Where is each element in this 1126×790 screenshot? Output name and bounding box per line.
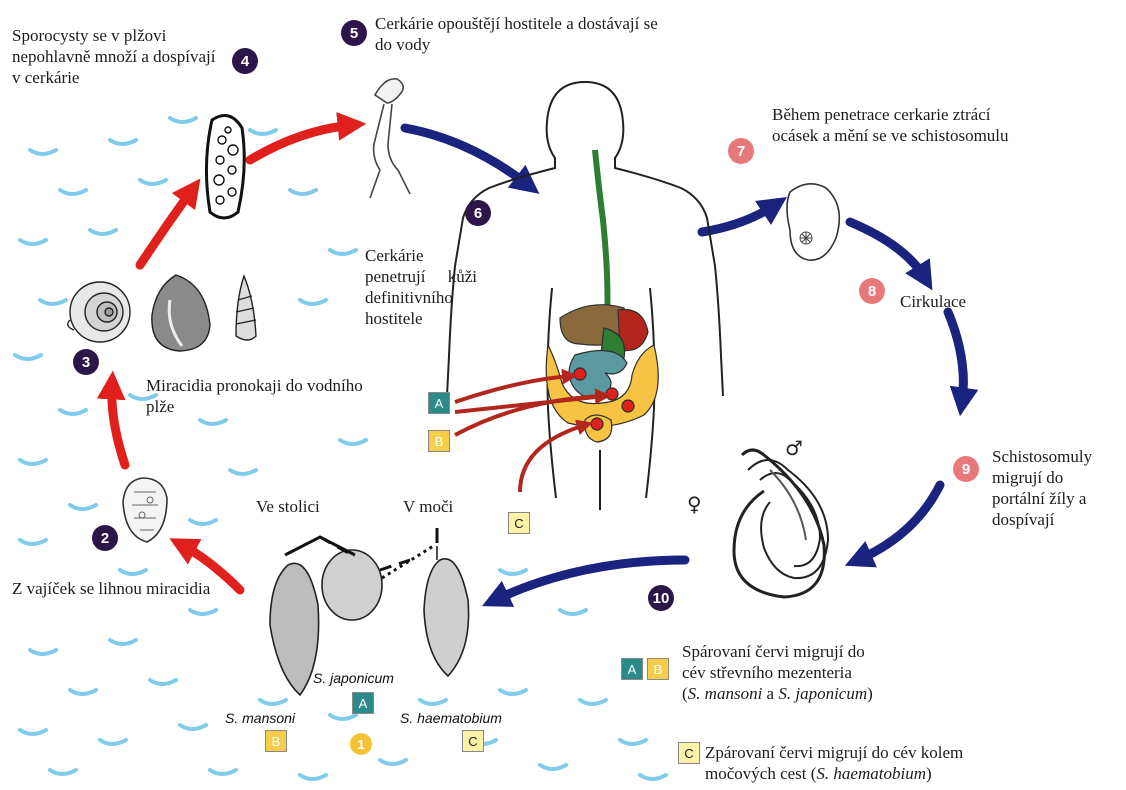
- legend-letter-a: A: [621, 658, 643, 680]
- legend-ab-line1: Spárovaní červi migrují do: [682, 642, 865, 661]
- s-haematobium-label: S. haematobium: [400, 710, 502, 726]
- arrow-schistosomulum-to-circulation: [850, 222, 925, 278]
- step-3-text: Miracidia pronokaji do vodního plže: [146, 375, 371, 417]
- miracidium-drawing: [123, 478, 167, 542]
- female-symbol: ♀: [687, 492, 702, 516]
- step-8-text: Cirkulace: [900, 291, 966, 312]
- blue-cycle-arrows: [405, 128, 963, 600]
- human-host-drawing: [447, 82, 723, 510]
- step-9-text: Schistosomuly migrují do portální žíly a…: [992, 446, 1118, 530]
- step-10-badge: 10: [648, 585, 674, 611]
- legend-c-species: S. haematobium: [816, 764, 926, 783]
- globular-snail: [152, 275, 210, 351]
- legend-ab-note: Spárovaní červi migrují do cév střevního…: [682, 641, 982, 704]
- step-5-badge: 5: [341, 20, 367, 46]
- legend-c-line2: močových cest: [705, 764, 807, 783]
- ve-stolici-label: Ve stolici: [256, 496, 320, 517]
- sporocyst-drawing: [206, 116, 244, 219]
- step-6-badge: 6: [465, 200, 491, 226]
- adult-worm-pair-drawing: [734, 450, 828, 597]
- planorbid-snail: [68, 282, 130, 342]
- arrow-miracidium-to-snail: [112, 385, 125, 465]
- arrow-cercaria-to-host: [405, 128, 528, 185]
- legend-letter-c: C: [678, 742, 700, 764]
- schistosomulum-drawing: [787, 184, 839, 260]
- cercaria-drawing: [370, 79, 410, 198]
- legend-letter-b: B: [647, 658, 669, 680]
- legend-ab-and: a: [767, 684, 775, 703]
- arrow-circulation-to-veins: [948, 312, 963, 402]
- arrow-snail-to-sporocyst: [140, 190, 192, 265]
- legend-c-line1: Zpárovaní červi migrují do cév kolem: [705, 743, 963, 762]
- arrow-host-to-schistosomulum: [702, 205, 775, 232]
- step-3-badge: 3: [73, 349, 99, 375]
- step-4-text: Sporocysty se v plžovi nepohlavně množí …: [12, 25, 227, 88]
- step-6-text: Cerkárie penetrují kůži definitivního ho…: [365, 245, 477, 329]
- legend-ab-species1: S. mansoni: [688, 684, 763, 703]
- host-letter-c: C: [508, 512, 530, 534]
- turreted-snail: [236, 276, 256, 340]
- step-2-text: Z vajíček se lihnou miracidia: [12, 578, 232, 599]
- step-7-badge: 7: [728, 138, 754, 164]
- step-9-badge: 9: [953, 456, 979, 482]
- arrow-sporocyst-to-cercaria: [250, 125, 352, 160]
- arrow-veins-to-worms: [858, 485, 940, 560]
- legend-ab-species2: S. japonicum: [778, 684, 867, 703]
- legend-ab-line2: cév střevního mezenteria: [682, 663, 852, 682]
- egg-letter-b: B: [265, 730, 287, 752]
- male-symbol: ♂: [785, 436, 803, 460]
- step-8-badge: 8: [859, 278, 885, 304]
- step-2-badge: 2: [92, 525, 118, 551]
- step-1-badge: 1: [350, 733, 372, 755]
- host-letter-b: B: [428, 430, 450, 452]
- egg-letter-c: C: [462, 730, 484, 752]
- step-4-badge: 4: [232, 48, 258, 74]
- step-7-text: Během penetrace cerkarie ztrácí ocásek a…: [772, 104, 1027, 146]
- step-5-text: Cerkárie opouštějí hostitele a dostávají…: [375, 13, 675, 55]
- legend-c-note: Zpárovaní červi migrují do cév kolem moč…: [705, 742, 1025, 784]
- s-mansoni-label: S. mansoni: [225, 710, 295, 726]
- v-moci-label: V moči: [403, 496, 453, 517]
- s-japonicum-label: S. japonicum: [313, 670, 394, 686]
- snails-drawing: [68, 275, 256, 351]
- egg-letter-a: A: [352, 692, 374, 714]
- host-letter-a: A: [428, 392, 450, 414]
